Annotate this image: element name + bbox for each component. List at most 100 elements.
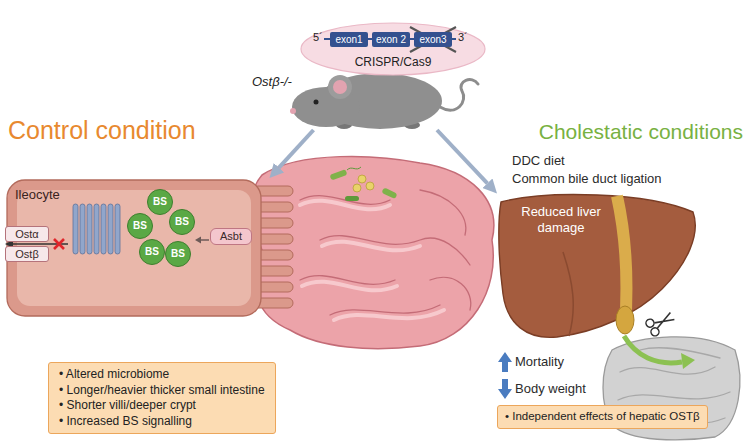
bile-flow-arrow: [681, 353, 695, 369]
uptake-arrow: [195, 237, 201, 244]
gut-bacteria: [329, 167, 397, 201]
cytoplasm: [17, 190, 251, 306]
text-slot: DDC diet: [512, 153, 565, 168]
text-slot: CRISPR/Cas9: [300, 55, 486, 69]
text-slot: Ileocyte: [15, 187, 60, 202]
mouse-tail: [440, 80, 478, 111]
membrane-receptor: [80, 204, 85, 254]
bile-salt-circle: [140, 240, 165, 265]
findings-box: • Independent effects of hepatic OSTβ: [497, 405, 708, 429]
bile-flow-arrow: [624, 336, 695, 369]
liver-organ: Reduced liver damage: [497, 192, 700, 340]
crispr-ellipse: 5´ 3´ CRISPR/Cas9 exon1 exon 2 exon3: [300, 22, 486, 76]
text-slot: exon 2: [375, 32, 407, 47]
bile-salt-circle-text: BS: [169, 209, 195, 235]
bile-salt-circle: BS: [169, 209, 195, 235]
small-intestine: [330, 305, 440, 315]
membrane-receptor: [94, 204, 99, 254]
text-slot: • Increased BS signalling: [59, 414, 265, 430]
findings-box-text: • Increased BS signalling: [59, 414, 265, 430]
crispr-ellipse-text: 5´: [313, 31, 323, 43]
bile-salt-circle: [148, 190, 173, 215]
lobe-line: [563, 252, 573, 336]
gut-bacteria: [329, 169, 347, 180]
exon-box: exon1: [330, 32, 368, 47]
mouse-ear: [328, 75, 352, 99]
text-slot: 5´: [313, 31, 323, 43]
bile-salt-circle: BS: [147, 189, 173, 215]
ileocyte-cell: IleocyteOstαOstβAsbtBSBSBSBSBS: [5, 178, 292, 318]
transporter-box-text: Asbt: [220, 230, 242, 242]
text-slot: Ostβ-/-: [252, 74, 292, 89]
text-slot: Common bile duct ligation: [512, 171, 662, 186]
bile-salt-circle-text: BS: [147, 189, 173, 215]
exon-box-text: exon 2: [375, 32, 407, 47]
text-slot: • Independent effects of hepatic OSTβ: [505, 409, 700, 425]
deletion-cross: [410, 27, 456, 52]
scissors: [645, 308, 677, 337]
text-slot: BS: [139, 239, 165, 265]
bile-salt-circle: [128, 214, 153, 239]
gallbladder: [616, 306, 634, 334]
flow-arrow: [437, 130, 487, 183]
exon-box: exon 2: [372, 32, 410, 47]
panel-heading: Control condition: [8, 116, 196, 144]
small-intestine: [430, 277, 471, 310]
findings-box-text: • Shorter villi/deeper crypt: [59, 398, 265, 414]
bile-salt-circle: BS: [139, 239, 165, 265]
bile-salt-circle-text: BS: [127, 213, 153, 239]
trend-arrow: [498, 352, 512, 399]
small-intestine: [320, 236, 470, 265]
bile-flow-arrow: [624, 336, 682, 363]
mouse-ear: [333, 80, 347, 94]
exon-box-text: exon1: [334, 32, 363, 47]
findings-box-text: • Altered microbiome: [59, 367, 265, 383]
text-slot: BS: [165, 241, 191, 267]
text-slot: Control condition: [8, 116, 196, 145]
bile-salt-circle: [170, 210, 195, 235]
scissors: [645, 318, 656, 329]
exon-box: exon3: [414, 32, 452, 47]
text-slot: Mortality: [515, 354, 564, 369]
small-intestine: [300, 201, 390, 210]
small-intestine: [420, 190, 466, 235]
text-slot: 3´: [458, 31, 468, 43]
text-slot: Ostα: [11, 227, 43, 241]
scissors: [654, 313, 674, 329]
small-intestine: [322, 242, 420, 251]
condition-note: DDC diet: [512, 153, 565, 168]
scissors: [650, 326, 661, 337]
small-intestine: [300, 201, 444, 320]
text-slot: BS: [147, 189, 173, 215]
bile-salt-circle-text: BS: [165, 241, 191, 267]
text-slot: BS: [127, 213, 153, 239]
crispr-ellipse-text: CRISPR/Cas9: [355, 55, 432, 69]
small-intestine: [300, 196, 390, 205]
flow-arrow: [279, 130, 314, 168]
text-slot: • Altered microbiome: [59, 367, 265, 383]
gut-bacteria: [358, 175, 366, 183]
text-slot: Ostβ: [11, 247, 43, 261]
panel-heading: Cholestatic conditions: [539, 120, 743, 143]
text-slot: • Shorter villi/deeper crypt: [59, 398, 265, 414]
crispr-ellipse-text: 3´: [458, 31, 468, 43]
exon-box-text: exon3: [418, 32, 447, 47]
transporter-box: Ostβ: [5, 246, 49, 262]
small-intestine: [334, 310, 444, 320]
text-slot: Asbt: [217, 229, 245, 244]
findings-box-text: • Independent effects of hepatic OSTβ: [505, 409, 700, 425]
text-slot: exon3: [417, 32, 449, 47]
membrane-receptor: [87, 204, 92, 254]
grey-intestine: [620, 367, 715, 374]
bile-salt-circle: BS: [165, 241, 191, 267]
membrane-receptor: [108, 204, 113, 254]
outcome-note: Body weight: [515, 381, 586, 396]
small-intestine: [251, 156, 494, 348]
liver-organ-text: Reduced liver damage: [521, 204, 601, 235]
gut-bacteria: [381, 187, 397, 199]
gut-bacteria: [366, 182, 374, 190]
text-slot: Reduced liver damage: [513, 204, 609, 235]
findings-box-text: • Longer/heavier thicker small intestine: [59, 383, 265, 399]
text-slot: Cholestatic conditions: [539, 120, 743, 144]
mouse-eye: [314, 100, 319, 105]
